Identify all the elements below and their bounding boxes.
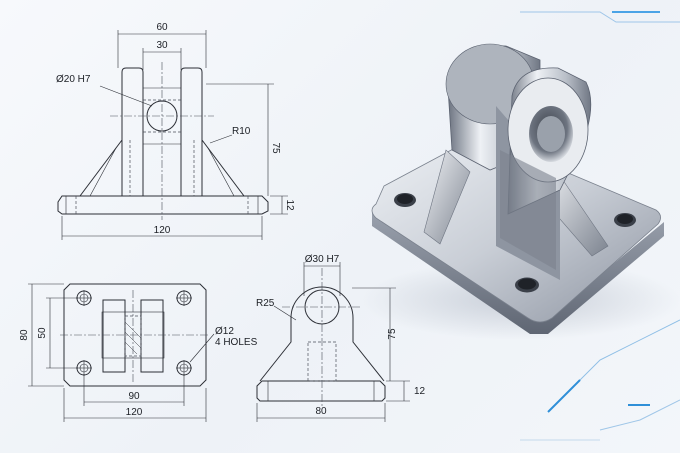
front-hole-callout: Ø20 H7 [56, 74, 91, 85]
front-dim-60: 60 [156, 22, 168, 33]
top-dim-120: 120 [126, 407, 143, 418]
top-dim-50: 50 [37, 327, 48, 339]
side-dim-12: 12 [414, 386, 426, 397]
side-dim-75: 75 [387, 328, 398, 340]
isometric-render [360, 43, 680, 340]
front-dim-120: 120 [154, 225, 171, 236]
side-dim-80: 80 [315, 406, 327, 417]
front-dim-12: 12 [284, 199, 295, 211]
decor-lines [520, 11, 680, 441]
top-hole-callout-size: Ø12 [215, 326, 234, 337]
front-dim-75: 75 [270, 142, 281, 154]
front-dim-30: 30 [156, 40, 168, 51]
front-view [57, 30, 288, 240]
side-hole-callout: Ø30 H7 [305, 254, 340, 265]
side-view [256, 262, 410, 422]
side-radius-callout: R25 [256, 298, 275, 309]
top-dim-90: 90 [128, 391, 140, 402]
top-view [28, 283, 215, 422]
front-radius-callout: R10 [232, 126, 251, 137]
top-dim-80: 80 [19, 329, 30, 341]
top-hole-callout-count: 4 HOLES [215, 337, 258, 348]
